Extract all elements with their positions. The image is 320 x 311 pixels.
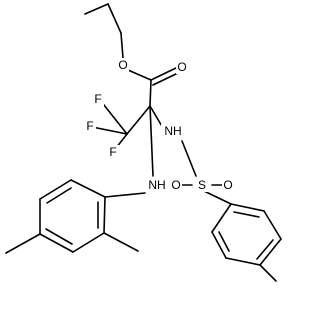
bond-tolyl-methyl — [259, 264, 277, 282]
bond-cf3-f1 — [99, 99, 128, 135]
bond-xylyl-2 — [39, 179, 72, 200]
bond-cf3-f2 — [91, 126, 128, 135]
svg-text:O: O — [223, 178, 232, 192]
bond-nh-s — [181, 140, 197, 177]
atom-ester-oxygen: O — [117, 58, 129, 72]
bond-tolyl-inner-1 — [233, 211, 260, 218]
svg-text:O: O — [171, 178, 180, 192]
bond-xylyl-methyl-2 — [103, 232, 139, 252]
atom-sulfur: S — [196, 178, 208, 192]
bond-xylyl-methyl-4 — [5, 233, 41, 254]
bond-ch3-ch2 — [84, 3, 109, 15]
bond-carbonyl-double-2 — [152, 72, 179, 86]
svg-text:S: S — [198, 178, 206, 192]
bond-calpha-cf3 — [126, 105, 151, 135]
svg-text:O: O — [177, 60, 186, 74]
bond-calpha-nh-sulfonamide — [149, 105, 164, 129]
bond-xylyl-1 — [70, 179, 106, 198]
atom-sulfonyl-oxygen-left: O — [170, 178, 182, 192]
atom-carbonyl-oxygen: O — [176, 60, 188, 74]
bond-tolyl-4 — [225, 257, 261, 266]
bond-nh-aryl — [104, 192, 146, 198]
bond-tolyl-2 — [263, 210, 282, 240]
svg-text:NH: NH — [164, 124, 181, 138]
bond-tolyl-3 — [259, 238, 282, 266]
bond-xylyl-inner-2 — [45, 228, 73, 245]
bond-tolyl-1 — [230, 203, 265, 212]
bond-ch2-ch2 — [107, 3, 122, 34]
atom-nh-sulfonamide: NH — [161, 124, 185, 138]
bond-xylyl-5 — [72, 232, 105, 253]
atom-sulfonyl-oxygen-right: O — [222, 178, 234, 192]
bond-calpha-nh-aniline — [149, 105, 154, 177]
bond-o-carbonyl-c — [127, 69, 152, 81]
svg-text:F: F — [109, 145, 116, 159]
chemical-structure: O O F F F NH NH S — [5, 3, 282, 282]
bond-tolyl-6 — [211, 203, 232, 233]
bond-xylyl-6 — [103, 196, 106, 234]
bond-tolyl-inner-3 — [218, 231, 230, 252]
atom-fluorine-3: F — [108, 145, 119, 159]
bond-ch2-o — [120, 32, 124, 59]
svg-text:F: F — [94, 92, 101, 106]
svg-text:NH: NH — [148, 178, 165, 192]
bond-tolyl-inner-2 — [256, 239, 274, 260]
bond-carbonyl-double-1 — [150, 67, 177, 81]
bond-s-tolyl — [203, 190, 232, 205]
bond-carbonyl-calpha — [149, 79, 152, 107]
svg-text:O: O — [118, 58, 127, 72]
bonds — [5, 3, 282, 282]
atom-fluorine-1: F — [93, 92, 104, 106]
bond-xylyl-4 — [39, 233, 74, 253]
atom-nh-aniline: NH — [145, 178, 169, 192]
bond-tolyl-5 — [211, 231, 227, 259]
bond-xylyl-inner-1 — [46, 187, 72, 204]
atoms: O O F F F NH NH S — [85, 58, 234, 192]
svg-text:F: F — [86, 119, 93, 133]
atom-fluorine-2: F — [85, 119, 96, 133]
